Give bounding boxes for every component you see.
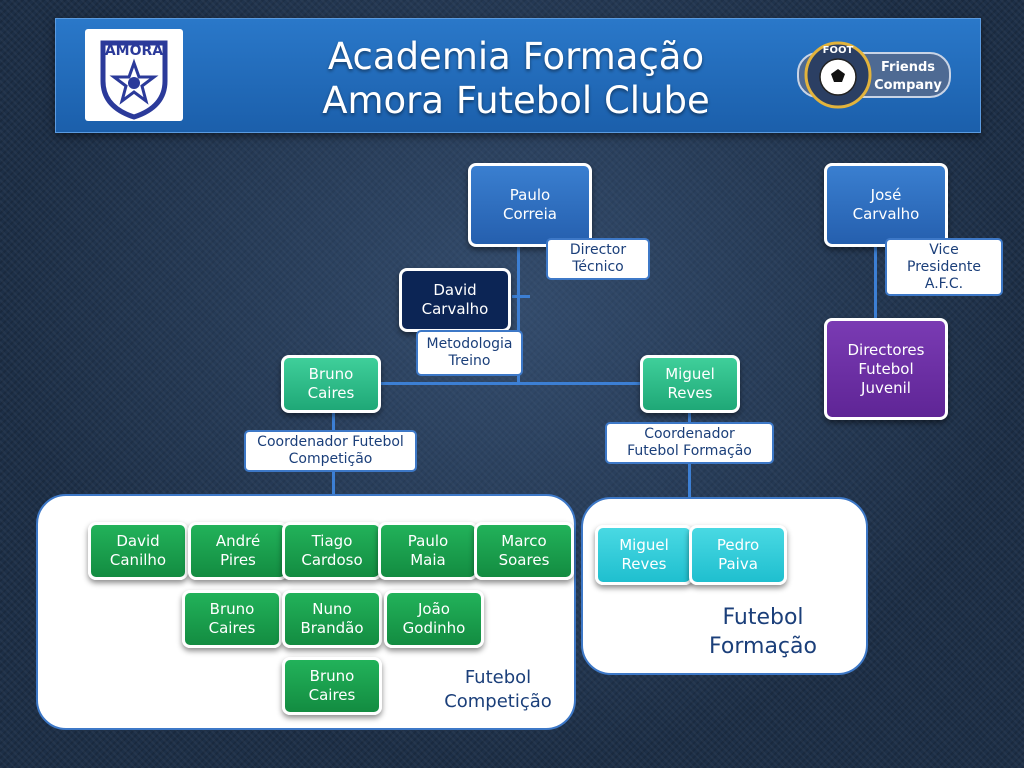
title-line-2: Amora Futebol Clube (322, 79, 710, 122)
node-paulo-correia: Paulo Correia (468, 163, 592, 247)
member-label: Bruno Caires (308, 667, 356, 704)
member-label: João Godinho (402, 600, 466, 637)
amora-logo-text: AMORA (105, 43, 163, 59)
member-pedro-paiva: Pedro Paiva (689, 525, 787, 585)
connector-jose-vertical (874, 246, 877, 321)
foot-logo-text: FOOT (823, 45, 854, 56)
tag-label: Coordenador Futebol Formação (627, 426, 752, 459)
tag-label: Director Técnico (569, 242, 627, 275)
member-label: Paulo Maia (407, 532, 449, 569)
node-label: David Carvalho (421, 281, 489, 318)
soccer-ball-icon: FOOT Friends Company (797, 41, 951, 109)
member-label: Bruno Caires (208, 600, 256, 637)
tag-director-tecnico: Director Técnico (546, 238, 650, 280)
foot-friends-logo: FOOT Friends Company (796, 37, 952, 111)
amora-crest-icon: AMORA (100, 40, 168, 120)
tag-vice-presidente: Vice Presidente A.F.C. (885, 238, 1003, 296)
node-label: José Carvalho (852, 186, 920, 223)
member-label: Marco Soares (498, 532, 550, 569)
page-title: Academia Formação Amora Futebol Clube (236, 35, 796, 123)
node-label: Paulo Correia (503, 186, 557, 223)
member-label: Pedro Paiva (716, 536, 760, 573)
group-label-competicao: Futebol Competição (428, 666, 568, 714)
group-futebol-formacao: Miguel Reves Pedro Paiva Futebol Formaçã… (581, 497, 868, 675)
node-label: Directores Futebol Juvenil (847, 340, 925, 397)
tag-label: Metodologia Treino (426, 336, 513, 369)
member-david-canilho: David Canilho (88, 522, 188, 580)
connector-david-horizontal (512, 295, 530, 298)
connector-director-vertical (517, 246, 520, 384)
title-line-1: Academia Formação (327, 35, 705, 78)
group-futebol-competicao: David Canilho André Pires Tiago Cardoso … (36, 494, 576, 730)
member-label: Nuno Brandão (300, 600, 364, 637)
member-nuno-brandao: Nuno Brandão (282, 590, 382, 648)
member-bruno-caires: Bruno Caires (182, 590, 282, 648)
group-label-text: Futebol Formação (709, 605, 817, 659)
node-label: Bruno Caires (307, 365, 355, 402)
member-marco-soares: Marco Soares (474, 522, 574, 580)
header-banner: AMORA Academia Formação Amora Futebol Cl… (55, 18, 981, 133)
node-jose-carvalho: José Carvalho (824, 163, 948, 247)
company-logo-text: Company (874, 78, 942, 93)
member-tiago-cardoso: Tiago Cardoso (282, 522, 382, 580)
group-label-formacao: Futebol Formação (683, 603, 843, 661)
member-label: André Pires (215, 532, 261, 569)
node-miguel-reves-coordinator: Miguel Reves (640, 355, 740, 413)
friends-logo-text: Friends (881, 60, 935, 75)
amora-logo: AMORA (85, 29, 183, 121)
tag-metodologia-treino: Metodologia Treino (416, 330, 523, 376)
node-label: Miguel Reves (665, 365, 715, 402)
node-directores-futebol-juvenil: Directores Futebol Juvenil (824, 318, 948, 420)
member-joao-godinho: João Godinho (384, 590, 484, 648)
tag-label: Vice Presidente A.F.C. (907, 241, 981, 292)
node-david-carvalho: David Carvalho (399, 268, 511, 332)
member-label: Miguel Reves (619, 536, 669, 573)
member-miguel-reves: Miguel Reves (595, 525, 693, 585)
node-bruno-caires-coordinator: Bruno Caires (281, 355, 381, 413)
member-andre-pires: André Pires (188, 522, 288, 580)
tag-coordenador-formacao: Coordenador Futebol Formação (605, 422, 774, 464)
member-label: David Canilho (109, 532, 167, 569)
tag-coordenador-competicao: Coordenador Futebol Competição (244, 430, 417, 472)
member-label: Tiago Cardoso (301, 532, 363, 569)
member-paulo-maia: Paulo Maia (378, 522, 478, 580)
tag-label: Coordenador Futebol Competição (257, 434, 404, 467)
member-bruno-caires-2: Bruno Caires (282, 657, 382, 715)
group-label-text: Futebol Competição (444, 667, 552, 712)
connector-coordinators-horizontal (378, 382, 642, 385)
